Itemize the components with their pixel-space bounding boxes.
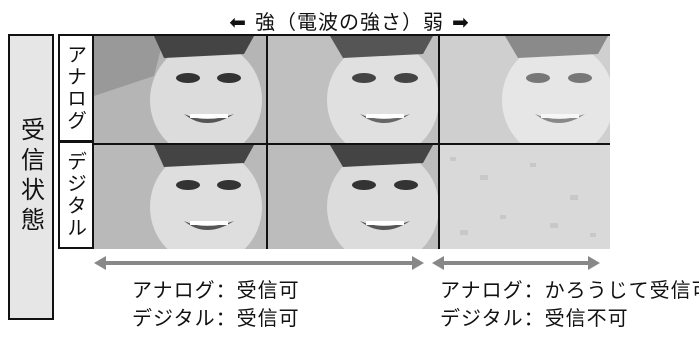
analog-weak-image — [438, 36, 610, 143]
digital-strong-image — [94, 143, 266, 249]
face-image-digital-medium — [268, 145, 438, 249]
range-arrow-left — [94, 256, 424, 270]
digital-weak-image — [438, 143, 610, 249]
row-label-analog-text: アナログ — [63, 44, 88, 132]
caption-right-digital: デジタル：受信不可 — [440, 306, 629, 330]
analog-strong-image — [94, 36, 266, 143]
signal-strength-text: 強（電波の強さ）弱 — [255, 10, 444, 34]
digital-medium-image — [266, 143, 438, 249]
face-image-analog-medium — [268, 36, 438, 143]
face-image-analog-weak — [440, 36, 610, 143]
face-image-digital-strong — [94, 145, 266, 249]
right-arrow-icon: ➡ — [452, 10, 470, 34]
caption-right-analog: アナログ：かろうじて受信可 — [440, 278, 699, 302]
range-arrow-right — [432, 256, 600, 270]
row-label-digital: デジタル — [58, 141, 92, 249]
row-label-digital-text: デジタル — [63, 151, 88, 239]
caption-left-digital: デジタル：受信可 — [132, 306, 300, 330]
signal-strength-header: ⬅ 強（電波の強さ）弱 ➡ — [0, 6, 699, 35]
reception-state-label: 受信状態 — [16, 117, 45, 237]
left-arrow-icon: ⬅ — [229, 10, 247, 34]
analog-medium-image — [266, 36, 438, 143]
face-image-analog-strong — [94, 36, 266, 143]
reception-image-grid — [92, 34, 610, 249]
reception-state-box: 受信状態 — [8, 34, 54, 320]
caption-left-analog: アナログ：受信可 — [132, 278, 300, 302]
noise-image-digital-weak — [440, 145, 610, 249]
row-label-analog: アナログ — [58, 34, 92, 142]
